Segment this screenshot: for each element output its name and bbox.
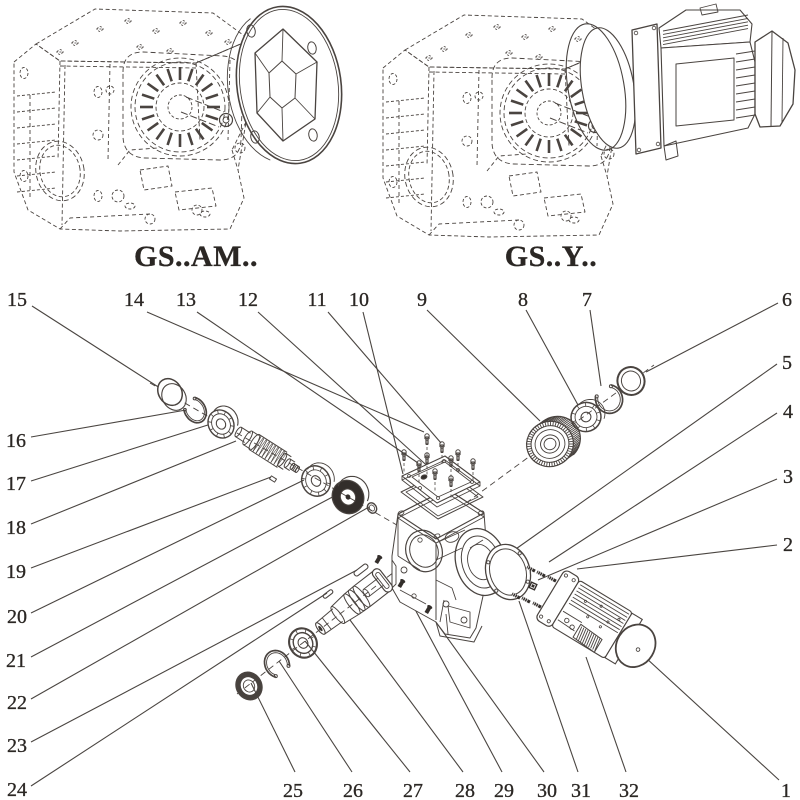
svg-text:31: 31 <box>571 780 591 800</box>
svg-text:19: 19 <box>6 561 26 583</box>
svg-text:27: 27 <box>403 780 423 800</box>
svg-text:32: 32 <box>619 780 639 800</box>
svg-text:28: 28 <box>455 780 475 800</box>
svg-text:2: 2 <box>783 534 793 556</box>
svg-text:GS..AM..: GS..AM.. <box>134 240 258 273</box>
svg-text:12: 12 <box>238 289 258 311</box>
svg-text:8: 8 <box>518 289 528 311</box>
svg-text:11: 11 <box>307 289 326 311</box>
svg-text:10: 10 <box>349 289 369 311</box>
svg-text:4: 4 <box>783 401 793 423</box>
svg-text:20: 20 <box>7 606 27 628</box>
svg-text:18: 18 <box>6 517 26 539</box>
svg-text:7: 7 <box>582 289 592 311</box>
svg-text:26: 26 <box>343 780 363 800</box>
svg-text:22: 22 <box>7 692 27 714</box>
svg-text:13: 13 <box>176 289 196 311</box>
svg-text:GS..Y..: GS..Y.. <box>505 240 597 273</box>
svg-text:16: 16 <box>6 430 26 452</box>
svg-text:24: 24 <box>7 779 27 800</box>
svg-text:21: 21 <box>6 650 26 672</box>
svg-text:1: 1 <box>781 780 791 800</box>
svg-text:5: 5 <box>782 352 792 374</box>
svg-text:23: 23 <box>7 735 27 757</box>
svg-text:25: 25 <box>283 780 303 800</box>
svg-text:17: 17 <box>6 473 26 495</box>
svg-text:14: 14 <box>124 289 144 311</box>
svg-text:9: 9 <box>417 289 427 311</box>
svg-text:15: 15 <box>7 289 27 311</box>
svg-text:3: 3 <box>783 466 793 488</box>
svg-text:29: 29 <box>494 780 514 800</box>
svg-text:6: 6 <box>782 289 792 311</box>
svg-text:30: 30 <box>537 780 557 800</box>
